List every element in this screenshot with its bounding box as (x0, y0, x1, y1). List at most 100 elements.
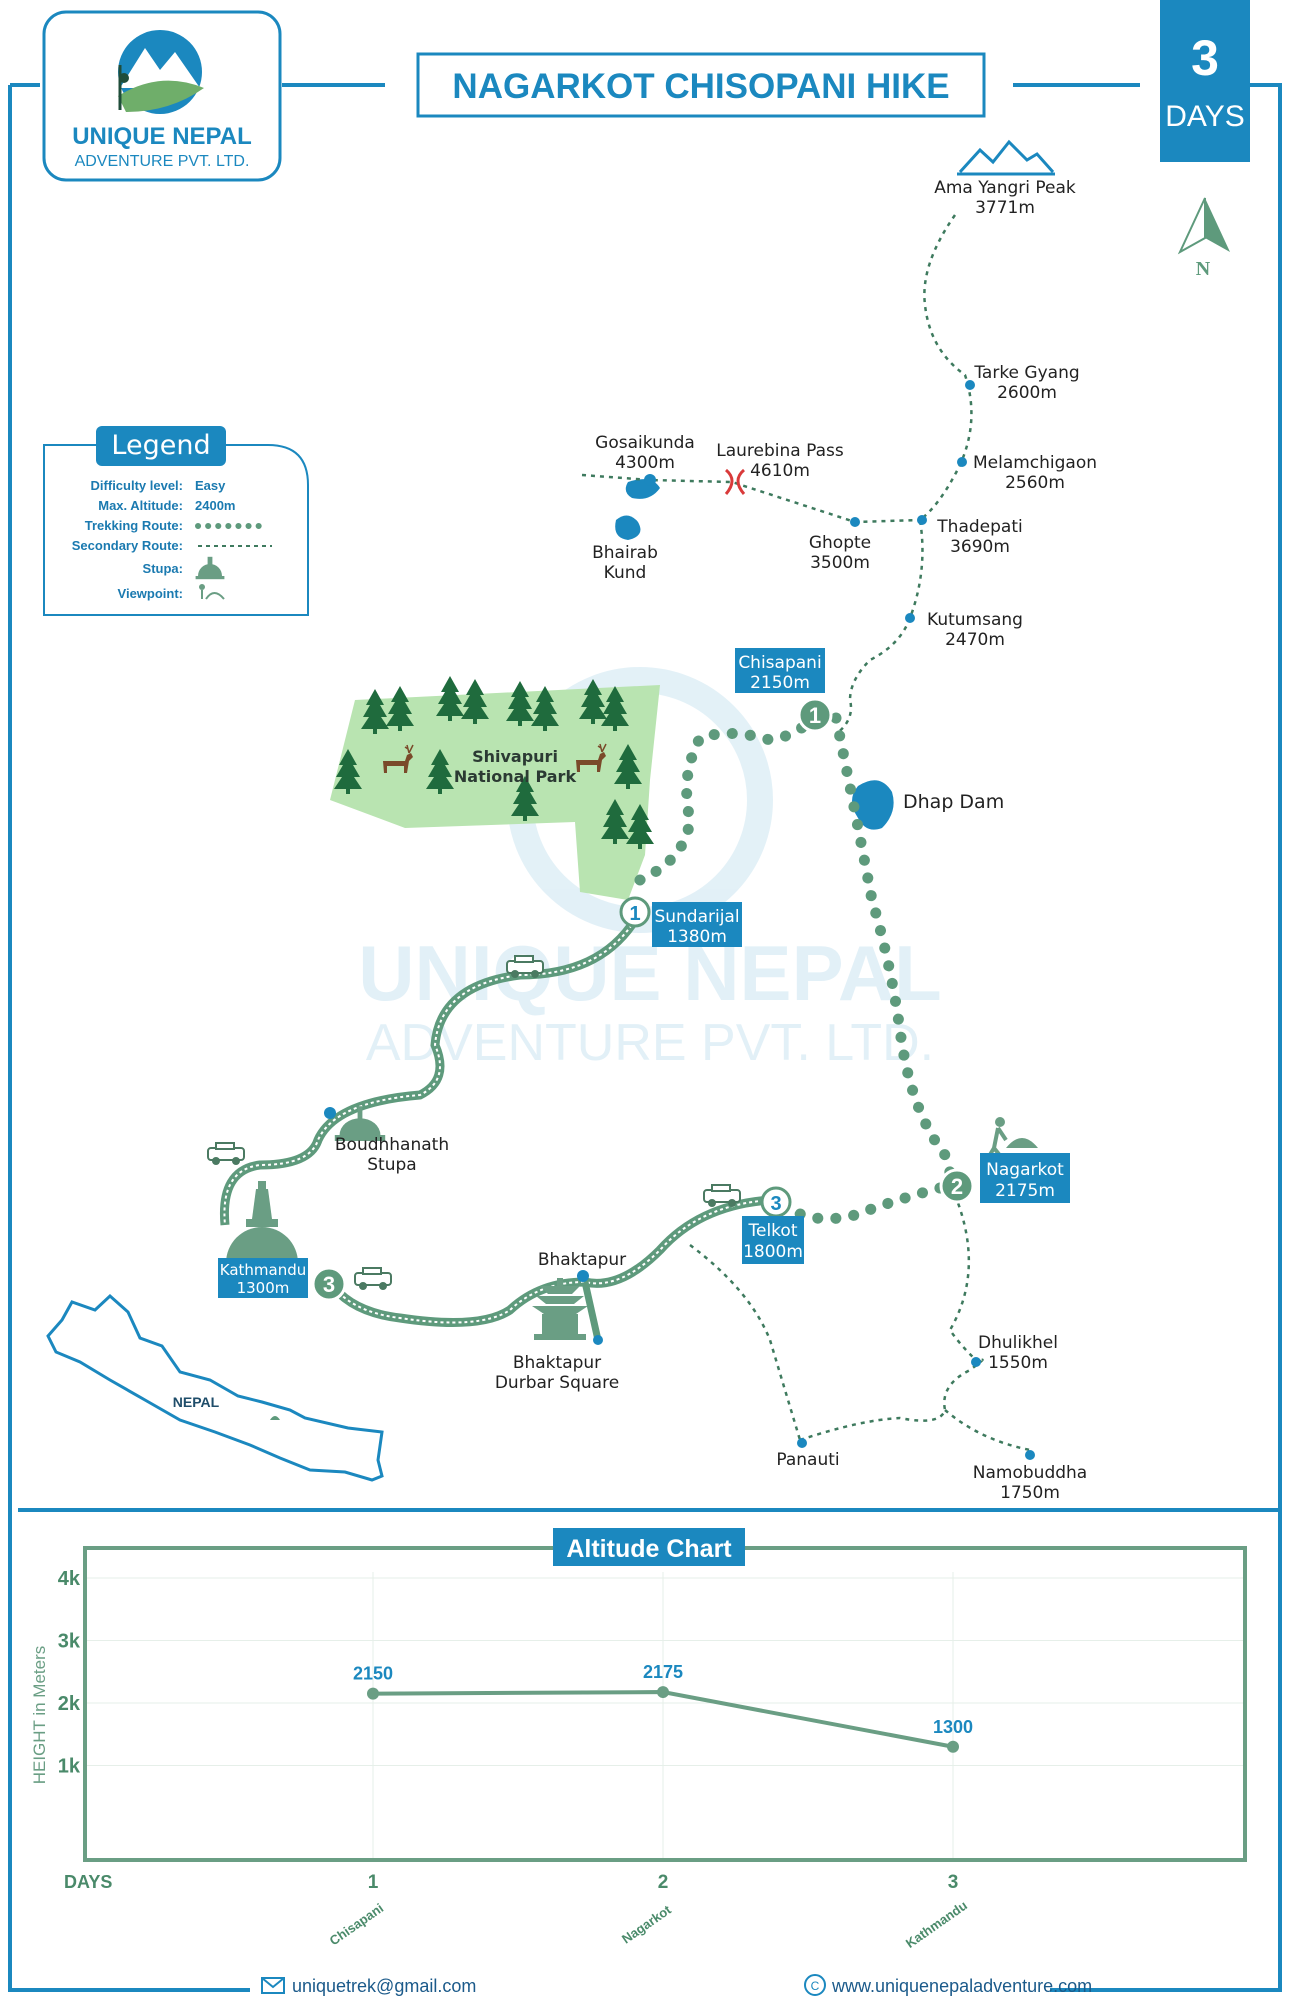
label-gosai-alt: 4300m (615, 453, 675, 473)
tag-kathmandu: Kathmandu 1300m (218, 1258, 308, 1298)
company-logo: UNIQUE NEPAL ADVENTURE PVT. LTD. (42, 10, 282, 182)
tag-telkot-name: Telkot (748, 1221, 798, 1241)
copyright-icon: C (804, 1974, 826, 1996)
chart-x-tick-label: 3 (948, 1872, 959, 1893)
tag-chisapani: Chisapani 2150m (735, 648, 825, 693)
label-melam-alt: 2560m (1005, 473, 1065, 493)
stop-chisapani-day: 1 (809, 703, 821, 728)
trekking-route (634, 709, 961, 1225)
stop-sundarijal-day: 1 (629, 903, 640, 925)
nepal-outline (46, 1293, 384, 1482)
legend-secondary-label: Secondary Route: (72, 538, 183, 553)
nepal-label: NEPAL (173, 1394, 220, 1410)
label-laure-alt: 4610m (750, 461, 810, 481)
label-dhuli-name: Dhulikhel (978, 1333, 1058, 1353)
tag-kathmandu-name: Kathmandu (220, 1261, 307, 1279)
chart-point (367, 1687, 379, 1700)
chart-title: Altitude Chart (566, 1535, 732, 1563)
label-dhap: Dhap Dam (903, 791, 1004, 813)
park-name-line2: National Park (454, 767, 577, 786)
legend-altitude-label: Max. Altitude: (98, 498, 183, 513)
logo-line2: ADVENTURE PVT. LTD. (75, 153, 250, 170)
watermark-line2: ADVENTURE PVT. LTD. (366, 1014, 934, 1072)
label-boudha-name: Boudhhanath (335, 1135, 449, 1155)
label-namo-name: Namobuddha (973, 1463, 1087, 1483)
label-kutum-alt: 2470m (945, 630, 1005, 650)
legend-stupa-label: Stupa: (143, 561, 183, 576)
chart-grid (87, 1572, 1243, 1858)
chart-category-label: Kathmandu (903, 1898, 970, 1951)
stupa-icon (195, 556, 225, 580)
bhairab-kund-lake (615, 515, 641, 540)
chart-data-label: 2175 (643, 1662, 683, 1682)
label-thade-alt: 3690m (950, 537, 1010, 557)
stop-kathmandu-marker: 3 (311, 1266, 347, 1302)
north-arrow-icon: N (1177, 197, 1230, 280)
label-melam-name: Melamchigaon (973, 453, 1097, 473)
stop-kathmandu-day: 3 (323, 1272, 335, 1297)
tag-chisapani-name: Chisapani (738, 653, 821, 673)
chart-xlabel: DAYS (64, 1872, 112, 1892)
label-thade-name: Thadepati (936, 517, 1022, 537)
label-ama-name: Ama Yangri Peak (934, 178, 1076, 198)
legend-difficulty-value: Easy (195, 478, 226, 493)
label-gosai-name: Gosaikunda (595, 433, 695, 453)
label-ama-alt: 3771m (975, 198, 1035, 218)
stop-chisapani-marker: 1 (797, 697, 833, 733)
ama-yangri-mountain-icon (957, 139, 1055, 176)
label-bhairab-name: Bhairab (592, 543, 658, 563)
legend-trekking-label: Trekking Route: (85, 518, 183, 533)
stop-telkot-day: 3 (770, 1193, 781, 1215)
legend-title: Legend (111, 430, 210, 461)
tag-sundarijal-name: Sundarijal (654, 907, 739, 927)
tag-sundarijal-alt: 1380m (667, 927, 727, 947)
chart-point (947, 1740, 959, 1753)
watermark-line1: UNIQUE NEPAL (358, 929, 942, 1017)
chart-y-tick-label: 1k (58, 1756, 81, 1778)
label-bds-name2: Durbar Square (495, 1373, 619, 1393)
stop-nagarkot-marker: 2 (939, 1168, 975, 1204)
label-laure-name: Laurebina Pass (716, 441, 844, 461)
label-ghopte-name: Ghopte (809, 533, 871, 553)
chart-x-tick-label: 2 (658, 1872, 669, 1893)
logo-line1: UNIQUE NEPAL (72, 123, 252, 150)
chart-y-tick-label: 3k (58, 1631, 81, 1653)
tag-nagarkot-alt: 2175m (995, 1181, 1055, 1201)
days-number: 3 (1191, 30, 1219, 86)
park-name-line1: Shivapuri (472, 747, 558, 766)
label-kutum-name: Kutumsang (927, 610, 1023, 630)
label-bhaktapur: Bhaktapur (538, 1250, 626, 1270)
days-label: DAYS (1165, 100, 1244, 133)
tag-telkot-alt: 1800m (743, 1242, 803, 1262)
footer-email[interactable]: uniquetrek@gmail.com (292, 1976, 476, 1996)
label-bhairab-name2: Kund (604, 563, 647, 583)
chart-point (657, 1686, 669, 1699)
legend: Legend Difficulty level: Easy Max. Altit… (43, 426, 309, 616)
chart-y-tick-label: 2k (58, 1693, 81, 1715)
label-panauti: Panauti (776, 1450, 839, 1470)
altitude-chart: Altitude Chart HEIGHT in Meters DAYS 1k2… (30, 1528, 1247, 1951)
tag-nagarkot-name: Nagarkot (986, 1160, 1064, 1180)
tag-telkot: Telkot 1800m (742, 1216, 804, 1264)
label-boudha-name2: Stupa (367, 1155, 416, 1175)
tag-nagarkot: Nagarkot 2175m (980, 1153, 1070, 1203)
stop-telkot-marker: 3 (760, 1186, 792, 1218)
footer-website[interactable]: www.uniquenepaladventure.com (831, 1976, 1092, 1996)
label-dhuli-alt: 1550m (988, 1353, 1048, 1373)
label-bds-name: Bhaktapur (513, 1353, 601, 1373)
compass-label: N (1196, 258, 1211, 280)
stop-sundarijal-marker: 1 (619, 896, 651, 928)
footer: uniquetrek@gmail.com C www.uniquenepalad… (250, 1968, 1092, 1998)
chart-category-label: Nagarkot (619, 1902, 674, 1947)
legend-difficulty-label: Difficulty level: (91, 478, 183, 493)
label-ghopte-alt: 3500m (810, 553, 870, 573)
dhap-dam-lake (852, 780, 894, 830)
label-tarke-alt: 2600m (997, 383, 1057, 403)
stop-nagarkot-day: 2 (951, 1174, 963, 1199)
legend-viewpoint-label: Viewpoint: (118, 586, 183, 601)
chart-data-label: 2150 (353, 1664, 393, 1684)
tag-sundarijal: Sundarijal 1380m (652, 902, 742, 947)
